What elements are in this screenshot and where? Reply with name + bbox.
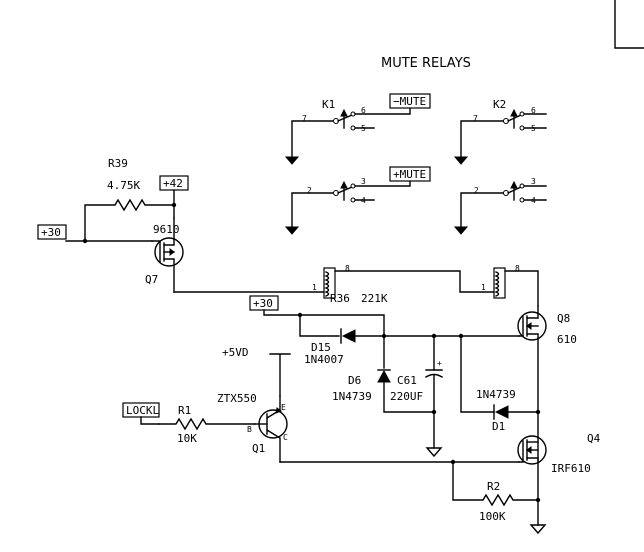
relay-k1-contact-a: K1 7 6 5 −MUTE xyxy=(284,93,431,165)
svg-text:7: 7 xyxy=(473,114,478,123)
relay-k1-contact-b: 2 3 4 +MUTE xyxy=(284,166,431,235)
svg-text:1N4739: 1N4739 xyxy=(332,390,372,403)
relay-k2-label: K2 xyxy=(493,98,506,111)
net-label-plus-30-a xyxy=(37,224,67,240)
relay-coil-1: 1 8 xyxy=(312,264,497,299)
diode-d15: D15 1N4007 xyxy=(297,312,385,366)
svg-text:1: 1 xyxy=(312,283,317,292)
diagram-title: MUTE RELAYS xyxy=(381,56,471,71)
svg-text:3: 3 xyxy=(531,177,536,186)
svg-text:4.75K: 4.75K xyxy=(107,179,140,192)
svg-text:ZTX550: ZTX550 xyxy=(217,392,257,405)
relay-k2-contact-b: 2 3 4 xyxy=(453,177,547,235)
svg-text:+MUTE: +MUTE xyxy=(393,168,426,181)
net-label-minus-mute xyxy=(389,93,431,109)
net-p30a-text: +30 xyxy=(41,226,61,239)
svg-text:−MUTE: −MUTE xyxy=(393,95,426,108)
net-p30b-text: +30 xyxy=(253,297,273,310)
svg-text:C: C xyxy=(283,433,288,442)
svg-text:Q1: Q1 xyxy=(252,442,265,455)
svg-text:8: 8 xyxy=(345,264,350,273)
svg-text:221K: 221K xyxy=(361,292,388,305)
resistor-r1: R1 10K xyxy=(140,404,256,445)
svg-text:2: 2 xyxy=(474,186,479,195)
resistor-r39: R39 4.75K xyxy=(84,157,175,242)
svg-text:1N4739: 1N4739 xyxy=(476,388,516,401)
svg-text:D1: D1 xyxy=(492,420,505,433)
svg-text:IRF610: IRF610 xyxy=(551,462,591,475)
transistor-q7: 9610 Q7 xyxy=(145,217,184,293)
svg-text:C61: C61 xyxy=(397,374,417,387)
net-label-plus-mute xyxy=(389,166,431,182)
svg-text:9610: 9610 xyxy=(153,223,180,236)
svg-text:1N4007: 1N4007 xyxy=(304,353,344,366)
svg-text:R39: R39 xyxy=(108,157,128,170)
svg-text:610: 610 xyxy=(557,333,577,346)
svg-text:D6: D6 xyxy=(348,374,361,387)
svg-text:R1: R1 xyxy=(178,404,191,417)
wire xyxy=(269,353,291,397)
relay-k2-contact-a: K2 7 6 5 xyxy=(453,98,547,165)
svg-text:7: 7 xyxy=(302,114,307,123)
transistor-q8: Q8 610 xyxy=(517,305,577,461)
transistor-q4: Q4 IRF610 xyxy=(517,432,601,535)
page-frame-corner xyxy=(614,0,644,49)
svg-text:D15: D15 xyxy=(311,341,331,354)
svg-text:R36: R36 xyxy=(330,292,350,305)
resistor-r36: R36 221K xyxy=(330,292,388,305)
net-lockl-text: LOCKL xyxy=(126,404,159,417)
svg-text:6: 6 xyxy=(531,106,536,115)
svg-text:8: 8 xyxy=(515,264,520,273)
wire xyxy=(263,309,301,316)
zener-d1: 1N4739 D1 xyxy=(460,335,539,433)
transistor-q1: ZTX550 Q1 B C E xyxy=(217,392,288,463)
net-p5vd-text: +5VD xyxy=(222,346,249,359)
svg-text:Q7: Q7 xyxy=(145,273,158,286)
relay-coil-2: 1 8 xyxy=(481,264,539,307)
svg-text:100K: 100K xyxy=(479,510,506,523)
svg-text:220UF: 220UF xyxy=(390,390,423,403)
svg-text:10K: 10K xyxy=(177,432,197,445)
svg-text:R2: R2 xyxy=(487,480,500,493)
svg-text:E: E xyxy=(281,403,286,412)
zener-d6: D6 1N4739 xyxy=(332,335,435,413)
net-p42-text: +42 xyxy=(163,177,183,190)
svg-text:Q4: Q4 xyxy=(587,432,601,445)
svg-text:6: 6 xyxy=(361,106,366,115)
svg-text:Q8: Q8 xyxy=(557,312,570,325)
svg-text:1: 1 xyxy=(481,283,486,292)
svg-text:+: + xyxy=(437,359,442,368)
resistor-r2: R2 100K xyxy=(452,461,539,523)
svg-text:2: 2 xyxy=(307,186,312,195)
capacitor-c61: C61 220UF + xyxy=(390,335,443,458)
svg-text:B: B xyxy=(247,425,252,434)
relay-k1-label: K1 xyxy=(322,98,335,111)
svg-text:3: 3 xyxy=(361,177,366,186)
